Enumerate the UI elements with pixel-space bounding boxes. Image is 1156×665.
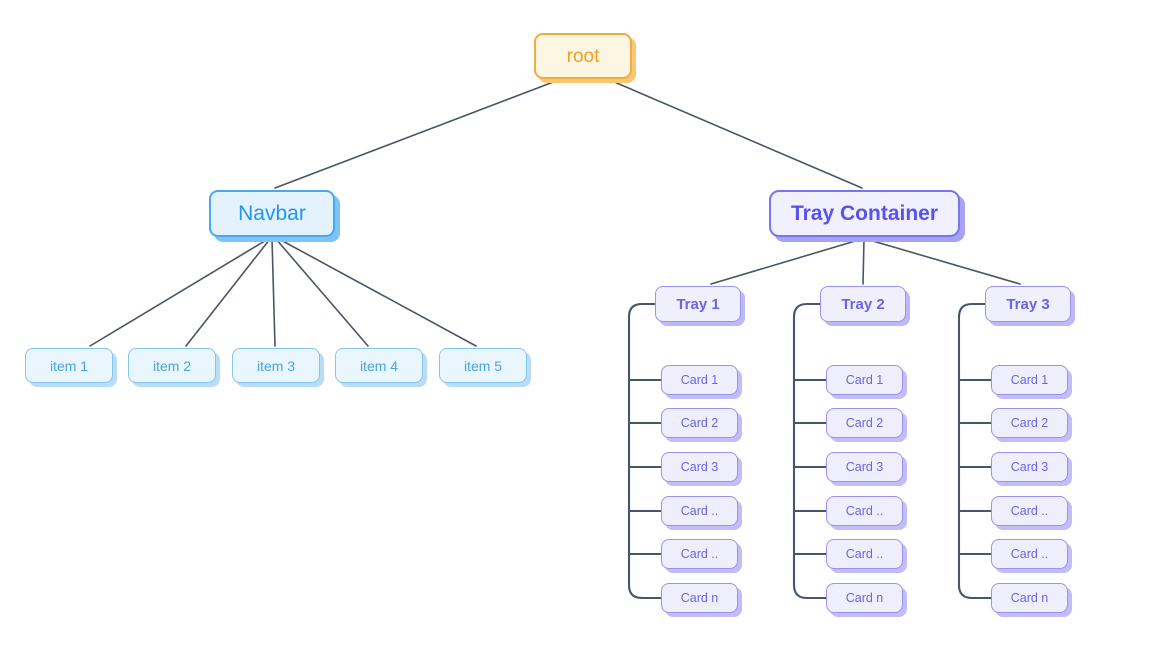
tray-3-spine bbox=[957, 302, 991, 600]
node-tray-3-card-4-label: Card .. bbox=[1010, 503, 1049, 518]
node-tray-3-card-3[interactable]: Card 3 bbox=[991, 452, 1068, 482]
node-tray-3-card-1-label: Card 1 bbox=[1010, 372, 1049, 387]
node-tray-2-card-5-label: Card .. bbox=[845, 546, 884, 561]
node-item-5[interactable]: item 5 bbox=[439, 348, 527, 383]
tray-2-spine bbox=[792, 302, 826, 600]
node-tray-1-card-4[interactable]: Card .. bbox=[661, 496, 738, 526]
node-tray-1-card-3-label: Card 3 bbox=[680, 459, 719, 474]
node-tray-2-card-4-label: Card .. bbox=[845, 503, 884, 518]
node-root[interactable]: root bbox=[534, 33, 632, 79]
node-tray-2-card-4[interactable]: Card .. bbox=[826, 496, 903, 526]
node-tray-container-label: Tray Container bbox=[790, 202, 939, 225]
node-tray-2-card-1[interactable]: Card 1 bbox=[826, 365, 903, 395]
node-tray-1-card-1[interactable]: Card 1 bbox=[661, 365, 738, 395]
node-item-4-label: item 4 bbox=[359, 357, 399, 374]
edge-tray-container-to-tray-2 bbox=[862, 238, 865, 285]
node-item-2[interactable]: item 2 bbox=[128, 348, 216, 383]
tray-1-spine bbox=[627, 302, 661, 600]
edge-navbar-to-item-5 bbox=[278, 238, 477, 347]
node-tray-2-card-6[interactable]: Card n bbox=[826, 583, 903, 613]
node-item-3-label: item 3 bbox=[256, 357, 296, 374]
node-item-3[interactable]: item 3 bbox=[232, 348, 320, 383]
node-tray-1-card-4-label: Card .. bbox=[680, 503, 719, 518]
node-tray-3-card-3-label: Card 3 bbox=[1010, 459, 1049, 474]
node-tray-container[interactable]: Tray Container bbox=[769, 190, 960, 237]
node-tray-3-card-1[interactable]: Card 1 bbox=[991, 365, 1068, 395]
node-tray-1-card-2-label: Card 2 bbox=[680, 415, 719, 430]
edge-tray-container-to-tray-3 bbox=[865, 238, 1021, 285]
node-tray-1-card-3[interactable]: Card 3 bbox=[661, 452, 738, 482]
node-navbar-label: Navbar bbox=[238, 202, 306, 225]
edge-navbar-to-item-2 bbox=[185, 238, 271, 347]
node-root-label: root bbox=[566, 45, 600, 67]
node-tray-3-card-5[interactable]: Card .. bbox=[991, 539, 1068, 569]
node-tray-3-label: Tray 3 bbox=[1006, 295, 1050, 313]
node-tray-1-card-5[interactable]: Card .. bbox=[661, 539, 738, 569]
node-tray-1-card-5-label: Card .. bbox=[680, 546, 719, 561]
edge-tray-container-to-tray-1 bbox=[710, 238, 863, 285]
node-tray-1-card-1-label: Card 1 bbox=[680, 372, 719, 387]
node-tray-3-card-6-label: Card n bbox=[1010, 590, 1049, 605]
edge-root-to-navbar bbox=[274, 80, 557, 189]
node-tray-3-card-2[interactable]: Card 2 bbox=[991, 408, 1068, 438]
node-item-1[interactable]: item 1 bbox=[25, 348, 113, 383]
node-tray-3[interactable]: Tray 3 bbox=[985, 286, 1071, 322]
node-tray-3-card-6[interactable]: Card n bbox=[991, 583, 1068, 613]
edge-navbar-to-item-4 bbox=[275, 238, 369, 347]
edge-navbar-to-item-3 bbox=[271, 238, 276, 347]
node-tray-2[interactable]: Tray 2 bbox=[820, 286, 906, 322]
node-tray-2-card-2-label: Card 2 bbox=[845, 415, 884, 430]
node-tray-3-card-4[interactable]: Card .. bbox=[991, 496, 1068, 526]
node-tray-2-card-6-label: Card n bbox=[845, 590, 884, 605]
node-tray-1-card-2[interactable]: Card 2 bbox=[661, 408, 738, 438]
node-tray-2-card-5[interactable]: Card .. bbox=[826, 539, 903, 569]
node-tray-2-card-3-label: Card 3 bbox=[845, 459, 884, 474]
node-item-2-label: item 2 bbox=[152, 357, 192, 374]
node-navbar[interactable]: Navbar bbox=[209, 190, 335, 237]
node-item-1-label: item 1 bbox=[49, 357, 89, 374]
node-tray-2-label: Tray 2 bbox=[841, 295, 885, 313]
node-tray-1-label: Tray 1 bbox=[676, 295, 720, 313]
node-tray-2-card-3[interactable]: Card 3 bbox=[826, 452, 903, 482]
node-tray-1[interactable]: Tray 1 bbox=[655, 286, 741, 322]
edge-root-to-tray-container bbox=[611, 80, 863, 189]
node-tray-3-card-5-label: Card .. bbox=[1010, 546, 1049, 561]
node-item-4[interactable]: item 4 bbox=[335, 348, 423, 383]
node-tray-3-card-2-label: Card 2 bbox=[1010, 415, 1049, 430]
node-tray-2-card-2[interactable]: Card 2 bbox=[826, 408, 903, 438]
node-tray-1-card-6-label: Card n bbox=[680, 590, 719, 605]
node-tray-1-card-6[interactable]: Card n bbox=[661, 583, 738, 613]
node-item-5-label: item 5 bbox=[463, 357, 503, 374]
node-tray-2-card-1-label: Card 1 bbox=[845, 372, 884, 387]
edge-navbar-to-item-1 bbox=[89, 238, 269, 347]
